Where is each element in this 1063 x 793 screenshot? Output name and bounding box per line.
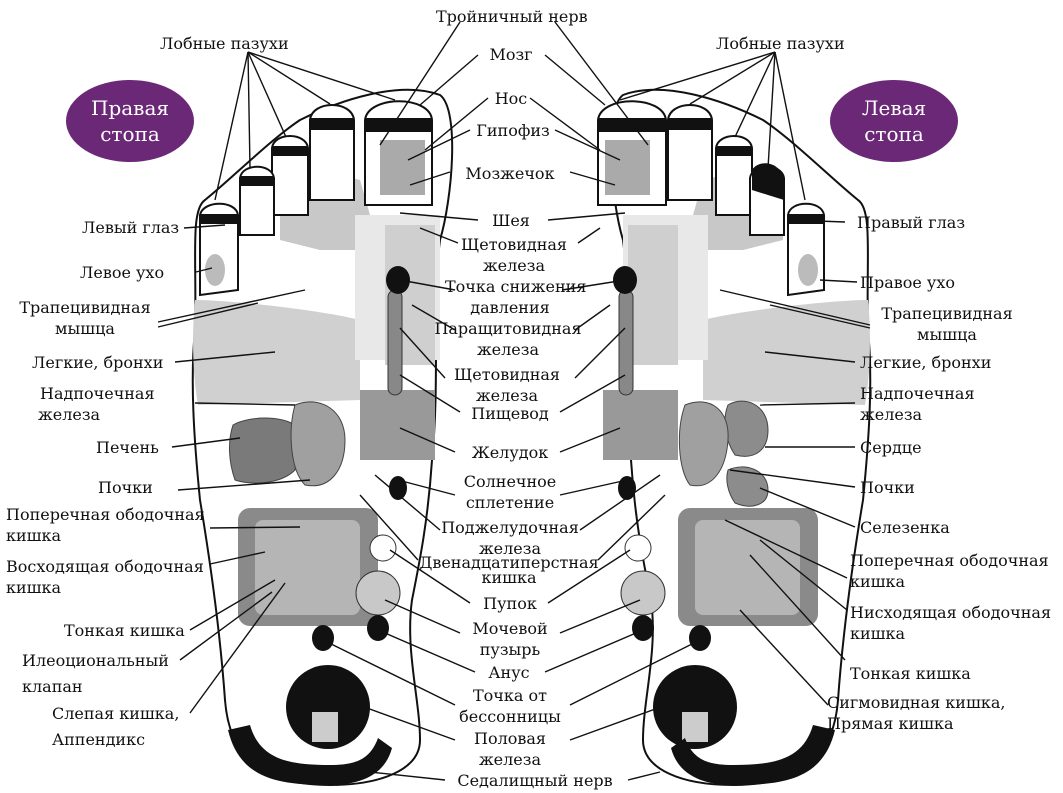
right-anus-point	[312, 625, 334, 651]
left-navel	[625, 535, 651, 561]
right-insomnia-point	[367, 615, 389, 641]
label-sigmoid-rectum: Сигмовидная кишка,Прямая кишка	[827, 692, 1005, 734]
left-esophagus	[619, 290, 633, 395]
label-lungs-left: Легкие, бронхи	[32, 352, 163, 373]
right-navel	[370, 535, 396, 561]
left-bladder	[621, 571, 665, 615]
left-solar-point	[618, 476, 636, 500]
label-left-eye: Левый глаз	[82, 217, 179, 238]
left-foot	[598, 90, 870, 785]
label-neck: Шея	[476, 210, 546, 231]
left-toe-2-band	[669, 118, 712, 130]
label-frontal-sinus-right: Лобные пазухи	[716, 33, 845, 54]
label-navel: Пупок	[470, 593, 550, 614]
right-toe-5-band	[201, 214, 238, 224]
right-stomach-zone	[360, 390, 435, 460]
left-insomnia-point	[632, 615, 654, 641]
right-big-toe-band	[366, 118, 432, 132]
right-brain-zone	[380, 140, 425, 195]
label-brain: Мозг	[476, 44, 546, 65]
label-kidneys-left: Почки	[98, 477, 153, 498]
label-right-eye: Правый глаз	[857, 212, 965, 233]
label-anus: Анус	[474, 662, 544, 683]
left-intestine-detail	[695, 520, 800, 615]
left-toe-5-band	[789, 214, 824, 224]
left-gonad-detail	[682, 712, 708, 742]
label-sciatic-nerve: Седалищный нерв	[445, 770, 625, 791]
label-liver: Печень	[96, 437, 159, 458]
label-cerebellum: Мозжечок	[448, 163, 572, 184]
right-intestine-detail	[255, 520, 360, 615]
label-heart: Сердце	[860, 437, 922, 458]
left-heart	[725, 401, 768, 456]
left-foot-badge-line1: Левая	[830, 95, 958, 121]
label-left-ear: Левое ухо	[80, 262, 164, 283]
right-foot-badge: Правая стопа	[66, 80, 194, 162]
label-frontal-sinus-left: Лобные пазухи	[160, 33, 289, 54]
label-stomach: Желудок	[455, 442, 565, 463]
right-foot	[193, 90, 452, 785]
right-toe-4-band	[241, 176, 274, 186]
right-solar-point	[389, 476, 407, 500]
left-ear-zone	[798, 254, 818, 286]
right-lung-zone	[193, 300, 360, 405]
label-esophagus: Пищевод	[455, 403, 565, 424]
right-foot-badge-line2: стопа	[66, 121, 194, 147]
left-stomach-zone	[603, 390, 678, 460]
label-right-ear: Правое ухо	[860, 272, 955, 293]
right-gonad-detail	[312, 712, 338, 742]
label-trigeminal-nerve: Тройничный нерв	[436, 6, 586, 27]
label-lungs-right: Легкие, бронхи	[860, 352, 991, 373]
left-foot-badge-line2: стопа	[830, 121, 958, 147]
label-nose: Нос	[486, 88, 536, 109]
left-anus-point	[689, 625, 711, 651]
right-esophagus	[388, 290, 402, 395]
right-pressure-point	[386, 266, 410, 294]
right-foot-badge-line1: Правая	[66, 95, 194, 121]
label-cecum-appendix: Слепая кишка,Аппендикс	[52, 703, 179, 750]
left-foot-badge: Левая стопа	[830, 80, 958, 162]
left-thyroid-zone	[628, 225, 678, 365]
label-small-intestine-right: Тонкая кишка	[850, 663, 971, 684]
left-lung-zone	[703, 300, 870, 405]
left-toe-3-band	[717, 146, 752, 156]
label-kidneys-right: Почки	[860, 477, 915, 498]
right-toe-3-band	[273, 146, 308, 156]
right-bladder	[356, 571, 400, 615]
right-toe-2-band	[311, 118, 354, 130]
right-ear-zone	[205, 254, 225, 286]
right-liver	[229, 418, 300, 483]
left-big-toe-band	[599, 118, 665, 132]
label-spleen: Селезенка	[860, 517, 950, 538]
left-brain-zone	[605, 140, 650, 195]
label-pituitary: Гипофиз	[468, 120, 558, 141]
label-small-intestine-left: Тонкая кишка	[64, 620, 185, 641]
